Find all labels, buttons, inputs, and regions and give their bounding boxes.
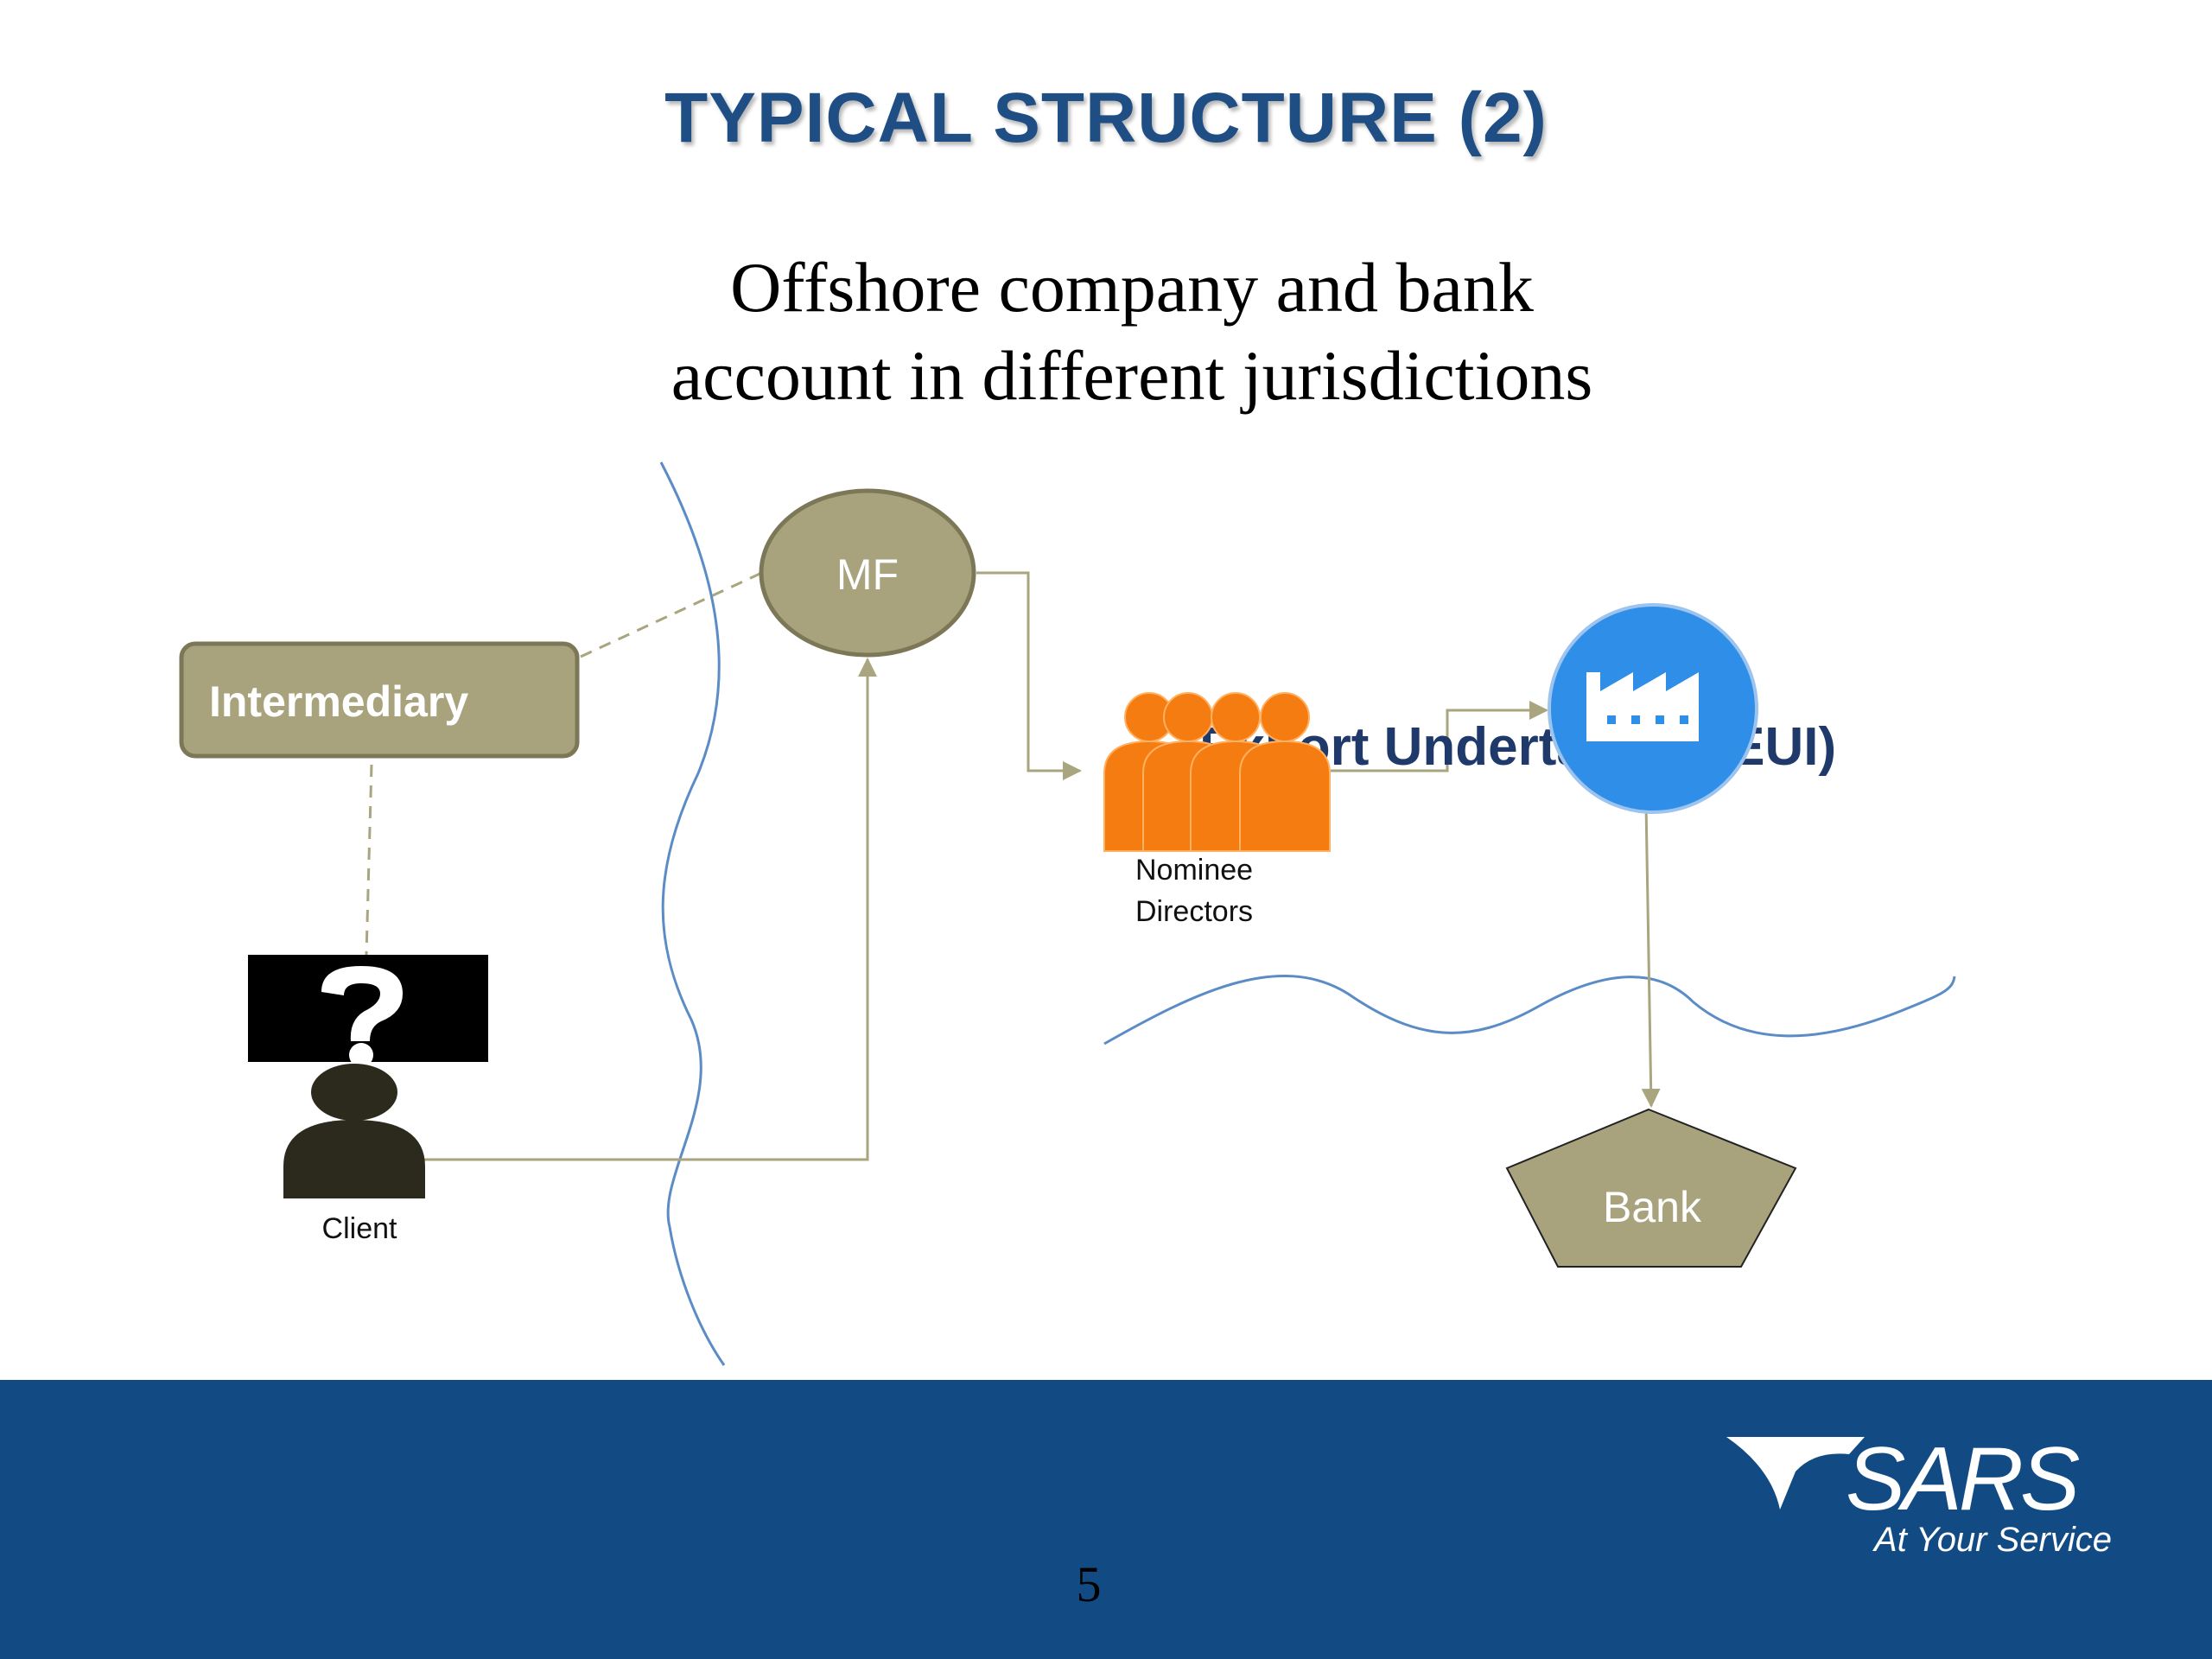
person-silhouette-icon xyxy=(283,1064,425,1198)
jurisdiction-line-horizontal xyxy=(1103,975,1956,1046)
question-mark-icon xyxy=(321,966,403,1067)
mf-ellipse xyxy=(759,488,976,658)
bank-label: Bank xyxy=(1603,1183,1702,1231)
people-group-icon xyxy=(1103,692,1331,852)
footer-bar xyxy=(0,1380,2212,1659)
slide-subtitle: Offshore company and bank account in dif… xyxy=(0,244,2212,420)
sars-logo: SARS xyxy=(1726,1430,2083,1521)
subtitle-line-1: Offshore company and bank xyxy=(730,248,1534,327)
slide-title: TYPICAL STRUCTURE (2) xyxy=(664,79,1548,157)
mf-label: MF xyxy=(836,550,899,599)
connector-eui-bank xyxy=(1641,803,1661,1108)
jurisdiction-line-vertical xyxy=(659,461,726,1366)
connector-intermediary-client xyxy=(365,764,373,956)
bank-pentagon xyxy=(1505,1108,1797,1268)
nominee-label-line-2: Directors xyxy=(1135,895,1253,928)
intermediary-box xyxy=(179,641,580,759)
sars-logo-mark-icon xyxy=(1726,1437,1865,1510)
connector-intermediary-mf xyxy=(580,569,768,658)
sars-tagline: At Your Service xyxy=(1874,1521,2112,1559)
subtitle-line-2: account in different jurisdictions xyxy=(671,336,1593,415)
nominee-label-line-1: Nominee xyxy=(1135,854,1253,887)
connector-client-mf xyxy=(423,658,877,1161)
connector-mf-nominees xyxy=(976,571,1082,780)
connector-nominees-eui xyxy=(1331,701,1548,772)
intermediary-label: Intermediary xyxy=(209,677,468,726)
factory-icon xyxy=(1548,603,1758,814)
page-number: 5 xyxy=(1076,1556,1102,1612)
client-label: Client xyxy=(322,1212,397,1245)
sars-logo-text: SARS xyxy=(1846,1430,2080,1521)
